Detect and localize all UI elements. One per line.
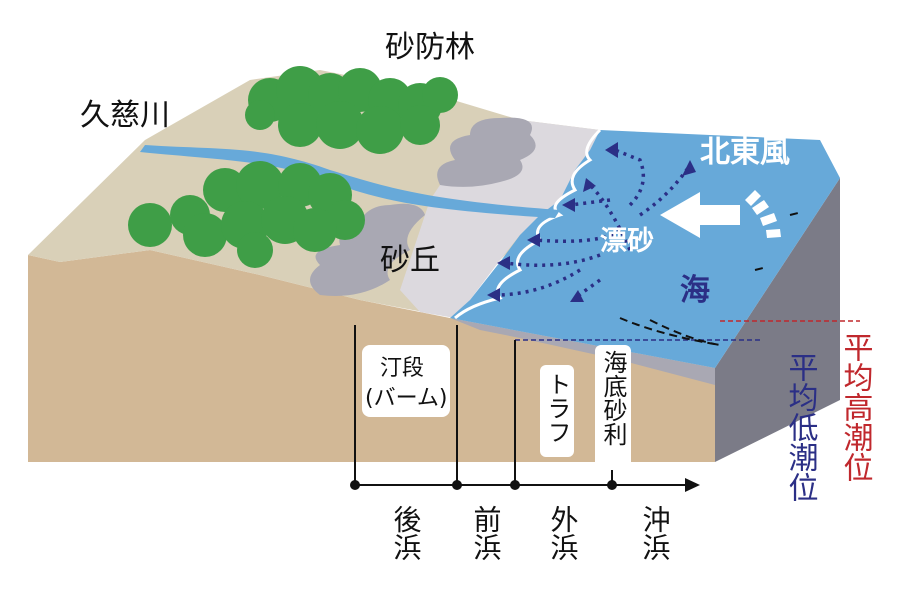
axis-dots [350,480,617,490]
seabed-layer [450,318,715,385]
gravel-label: 海底砂利 [599,350,627,446]
forest-label: 砂防林 [385,30,475,65]
axis-arrowhead-icon [685,478,700,492]
sea-surface [450,130,840,368]
zone-foreshore: 前浜 [470,505,503,561]
dune-rocks [310,117,536,296]
wind-label: 北東風 [700,135,790,170]
berm-label: 汀段 [380,356,424,381]
trough-label: トラフ [543,372,571,444]
tree-icon [245,66,458,154]
gravel-label-box [595,345,631,470]
zone-backshore: 後浜 [390,505,423,561]
trough-label-box [540,365,574,457]
wind-arrow-icon [660,190,781,238]
right-side-face [715,178,840,462]
water-edge-marks [619,211,803,346]
river-label: 久慈川 [80,98,170,133]
drift-label: 漂砂 [600,226,654,257]
mlw-label: 平均低潮位 [783,352,819,502]
zone-shoreface: 外浜 [547,505,580,561]
berm-label-box [362,345,450,417]
dotted-arrow-icon [487,142,696,302]
zone-offshore: 沖浜 [639,505,672,561]
berm-sub-label: (バーム) [365,386,448,411]
river [140,145,560,218]
tree-icon [128,161,365,268]
forest-trees [128,66,458,268]
sea-label: 海 [680,273,710,308]
dune-label: 砂丘 [380,243,440,278]
mhw-label: 平均高潮位 [838,332,874,482]
beach-surface [400,120,600,318]
